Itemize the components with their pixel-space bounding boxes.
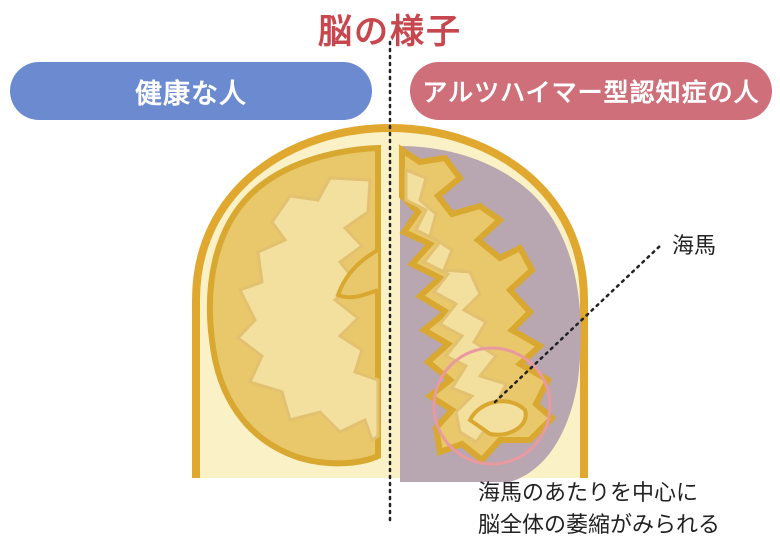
alzheimer-label-text: アルツハイマー型認知症の人 <box>422 78 760 107</box>
hippocampus-shape <box>467 399 528 437</box>
healthy-brain-fissure <box>335 248 379 300</box>
hippocampus-label: 海馬 <box>672 234 717 259</box>
hippocampus-pointer <box>493 242 664 404</box>
caption: 海馬のあたりを中心に 脳全体の萎縮がみられる <box>478 478 720 542</box>
page-title: 脳の様子 <box>318 12 462 52</box>
healthy-label-text: 健康な人 <box>135 78 247 110</box>
alzheimer-label: アルツハイマー型認知症の人 <box>410 62 772 120</box>
healthy-label: 健康な人 <box>10 62 372 120</box>
caption-line-2: 脳全体の萎縮がみられる <box>478 513 721 538</box>
caption-line-1: 海馬のあたりを中心に <box>478 481 699 506</box>
hippocampus-circle <box>432 346 552 466</box>
